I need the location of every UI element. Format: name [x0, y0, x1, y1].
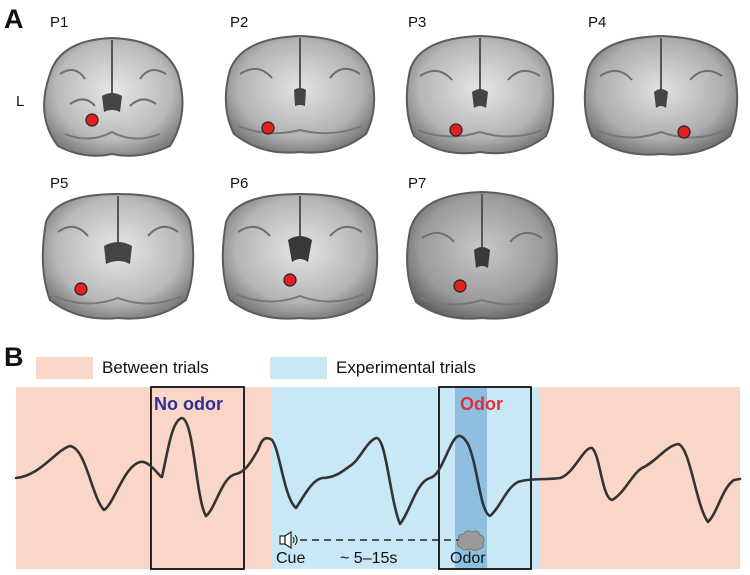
brain-label-p2: P2: [230, 14, 249, 31]
panel-b-letter: B: [4, 342, 24, 372]
odor-window: [438, 386, 532, 570]
panel-a-letter: A: [4, 4, 24, 34]
brain-label-p6: P6: [230, 175, 249, 192]
electrode-marker: [677, 125, 691, 139]
brain-label-p4: P4: [588, 14, 607, 31]
legend-swatch-between: [36, 357, 93, 379]
no-odor-window: [150, 386, 245, 570]
interval-label: ~ 5–15s: [340, 550, 398, 567]
mri-coronal-slice-p3: [405, 34, 555, 155]
electrode-marker: [449, 123, 463, 137]
experimental-trials-band: [272, 387, 540, 569]
electrode-marker: [261, 121, 275, 135]
brain-label-p1: P1: [50, 14, 69, 31]
odor-icon-label: Odor: [450, 550, 486, 567]
respiration-trace: [14, 416, 742, 526]
brain-label-p5: P5: [50, 175, 69, 192]
mri-coronal-slice-p4: [583, 34, 739, 156]
brain-slice-p1: [30, 34, 195, 162]
legend-label-between: Between trials: [102, 358, 209, 377]
between-trials-band-right: [540, 387, 740, 569]
mri-coronal-slice-p6: [221, 192, 379, 320]
mri-coronal-slice-p1: [43, 36, 184, 157]
brain-label-p3: P3: [408, 14, 427, 31]
legend-swatch-experimental: [270, 357, 327, 379]
electrode-marker: [453, 279, 467, 293]
electrode-marker: [283, 273, 297, 287]
mri-coronal-slice-p2: [224, 34, 376, 154]
legend-label-experimental: Experimental trials: [336, 358, 476, 377]
no-odor-label: No odor: [154, 394, 223, 414]
electrode-marker: [74, 282, 88, 296]
odor-label: Odor: [460, 394, 503, 414]
brain-slice-p6: [218, 192, 383, 324]
brain-slice-p5: [38, 192, 198, 324]
brain-slice-p2: [218, 34, 383, 162]
between-trials-band-left: [16, 387, 272, 569]
mri-coronal-slice-p5: [41, 192, 195, 320]
odor-cloud-icon: [456, 530, 485, 551]
mri-coronal-slice-p7: [406, 190, 558, 320]
brain-label-p7: P7: [408, 175, 427, 192]
speaker-icon: [279, 530, 298, 550]
electrode-marker: [85, 113, 99, 127]
brain-slice-p3: [400, 34, 560, 162]
cue-label: Cue: [276, 550, 306, 567]
brain-slice-p7: [402, 190, 562, 324]
left-hemisphere-marker: L: [16, 93, 25, 110]
brain-slice-p4: [578, 34, 744, 162]
